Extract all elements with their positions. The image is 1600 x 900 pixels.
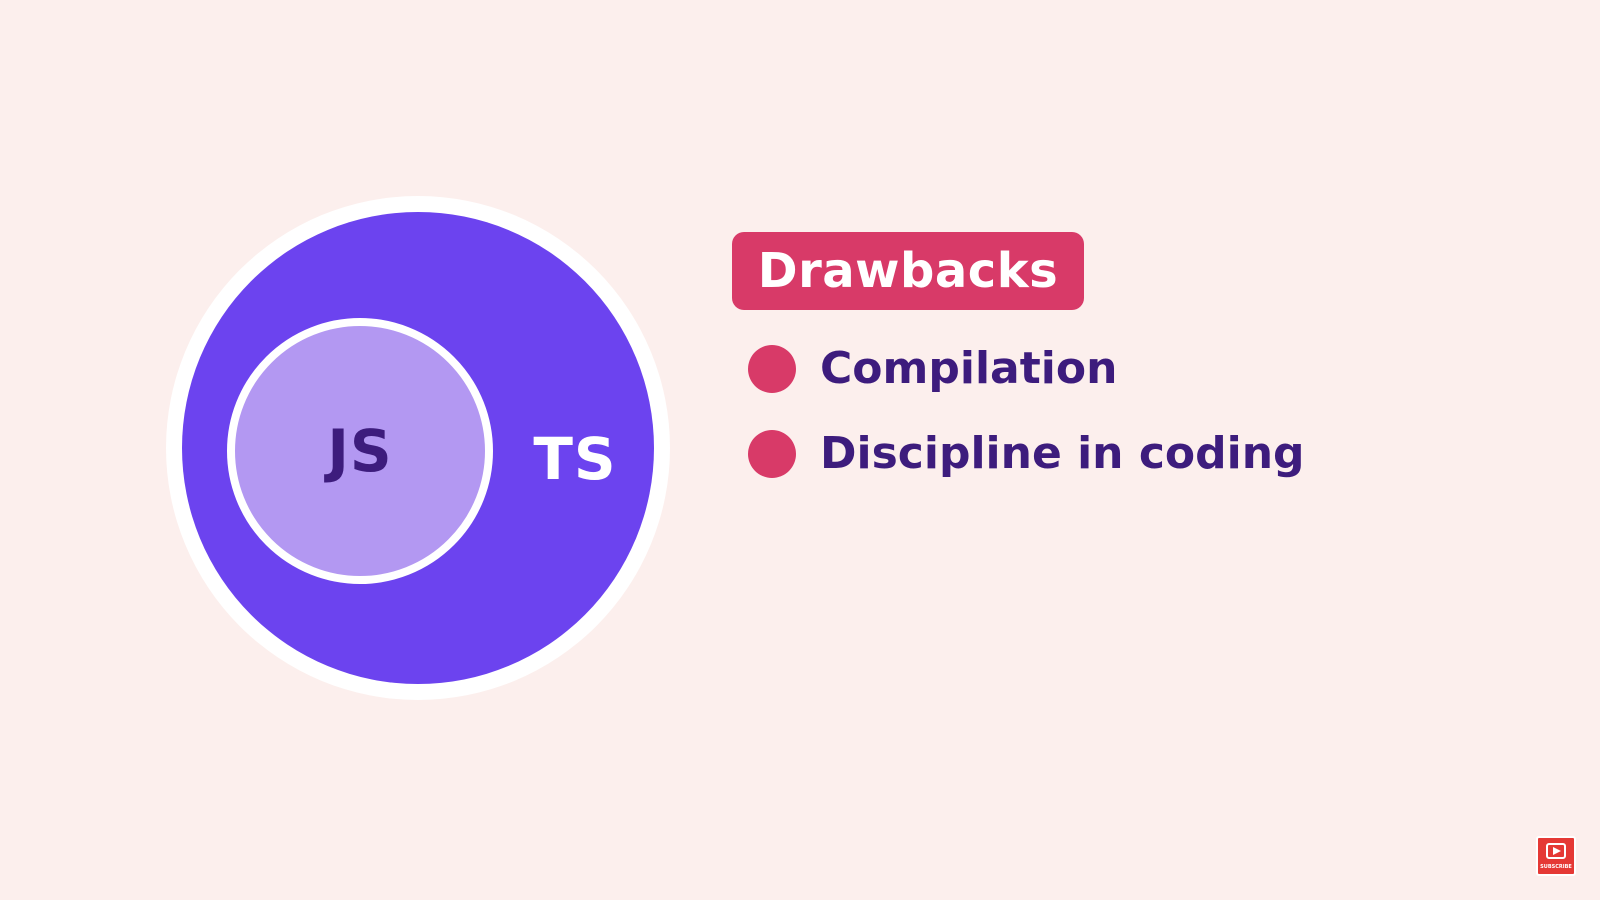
bullet-dot [748, 430, 796, 478]
ts-label: TS [533, 425, 617, 493]
subscribe-label: SUBSCRIBE [1540, 864, 1572, 870]
js-label: JS [327, 417, 393, 485]
js-circle [227, 318, 493, 584]
play-icon [1546, 843, 1566, 859]
drawback-item-compilation: Compilation [820, 343, 1118, 394]
drawback-item-discipline: Discipline in coding [820, 428, 1305, 479]
bullet-dot [748, 345, 796, 393]
drawbacks-title: Drawbacks [757, 243, 1059, 299]
drawbacks-badge: Drawbacks [732, 232, 1084, 310]
subscribe-button[interactable]: SUBSCRIBE [1536, 836, 1576, 876]
